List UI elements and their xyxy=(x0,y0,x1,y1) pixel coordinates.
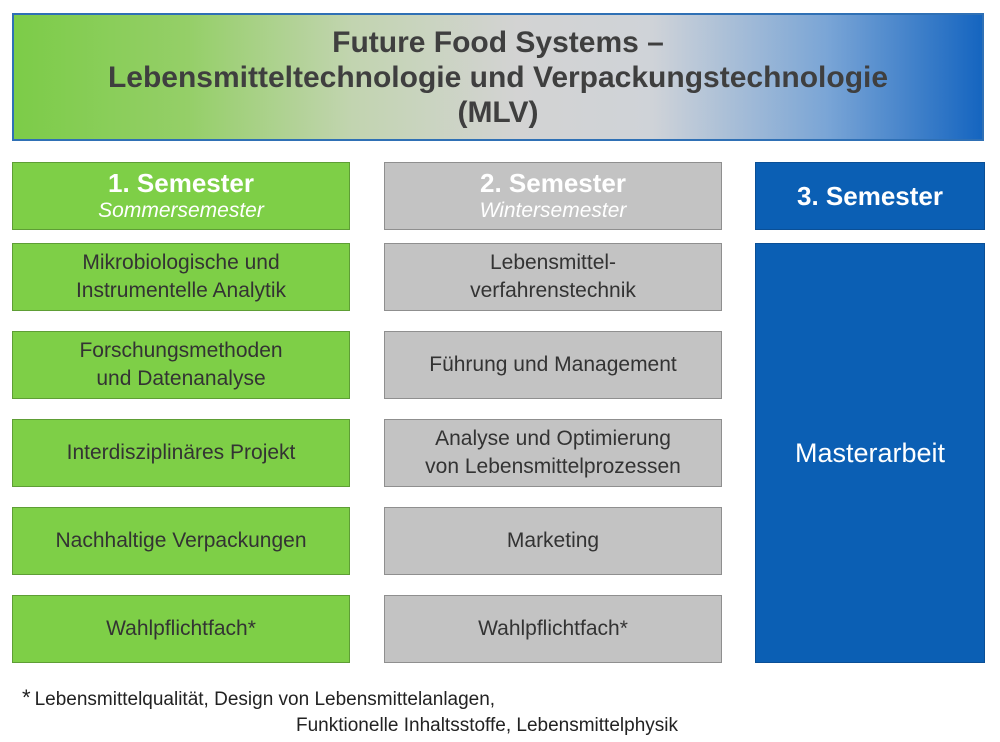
semester-1-module-3: Interdisziplinäres Projekt xyxy=(12,419,350,487)
masterarbeit-label: Masterarbeit xyxy=(794,438,946,468)
semester-3-module-masterarbeit: Masterarbeit xyxy=(755,243,985,663)
module-label-line: Wahlpflichtfach* xyxy=(478,617,628,640)
module-label-line: und Datenanalyse xyxy=(96,367,266,390)
module-label-line: Instrumentelle Analytik xyxy=(75,279,287,302)
semester-1-module-2: Forschungsmethoden und Datenanalyse xyxy=(12,331,350,399)
module-label-line: Lebensmittel- xyxy=(489,251,617,274)
module-label-line: Analyse und Optimierung xyxy=(435,427,671,450)
semester-2-module-3: Analyse und Optimierung von Lebensmittel… xyxy=(384,419,722,487)
semester-1-module-1: Mikrobiologische und Instrumentelle Anal… xyxy=(12,243,350,311)
footnote-text-2: Funktionelle Inhaltsstoffe, Lebensmittel… xyxy=(296,715,678,736)
title-line-2: Lebensmitteltechnologie und Verpackungst… xyxy=(107,60,889,94)
semester-1-subtitle: Sommersemester xyxy=(98,199,264,222)
module-label-line: verfahrenstechnik xyxy=(470,279,636,302)
module-label-line: Mikrobiologische und xyxy=(82,251,280,274)
title-line-1: Future Food Systems – xyxy=(332,25,664,59)
footnote-line-1: *Lebensmittelqualität, Design von Lebens… xyxy=(22,687,495,711)
semester-1-module-5: Wahlpflichtfach* xyxy=(12,595,350,663)
semester-2-subtitle: Wintersemester xyxy=(479,199,627,222)
module-label-line: von Lebensmittelprozessen xyxy=(425,455,681,478)
semester-2-header: 2. Semester Wintersemester xyxy=(384,162,722,230)
semester-1-header: 1. Semester Sommersemester xyxy=(12,162,350,230)
footnote-text-1: Lebensmittelqualität, Design von Lebensm… xyxy=(34,689,496,710)
module-label-line: Marketing xyxy=(506,529,600,552)
module-label-line: Nachhaltige Verpackungen xyxy=(55,529,307,552)
module-label-line: Forschungsmethoden xyxy=(79,339,283,362)
module-label-line: Interdisziplinäres Projekt xyxy=(66,441,296,464)
module-label-line: Führung und Management xyxy=(429,353,677,376)
semester-2-title: 2. Semester xyxy=(480,168,626,198)
semester-2-module-4: Marketing xyxy=(384,507,722,575)
footnote-star: * xyxy=(22,685,31,710)
semester-1-title: 1. Semester xyxy=(108,168,254,198)
semester-3-title: 3. Semester xyxy=(797,181,943,211)
semester-3-header: 3. Semester xyxy=(755,162,985,230)
semester-2-module-2: Führung und Management xyxy=(384,331,722,399)
title-line-3: (MLV) xyxy=(457,95,539,129)
semester-2-module-1: Lebensmittel- verfahrenstechnik xyxy=(384,243,722,311)
footnote-line-2: Funktionelle Inhaltsstoffe, Lebensmittel… xyxy=(296,715,678,737)
title-banner: Future Food Systems – Lebensmitteltechno… xyxy=(12,13,984,141)
semester-2-module-5: Wahlpflichtfach* xyxy=(384,595,722,663)
module-label-line: Wahlpflichtfach* xyxy=(106,617,256,640)
semester-1-module-4: Nachhaltige Verpackungen xyxy=(12,507,350,575)
